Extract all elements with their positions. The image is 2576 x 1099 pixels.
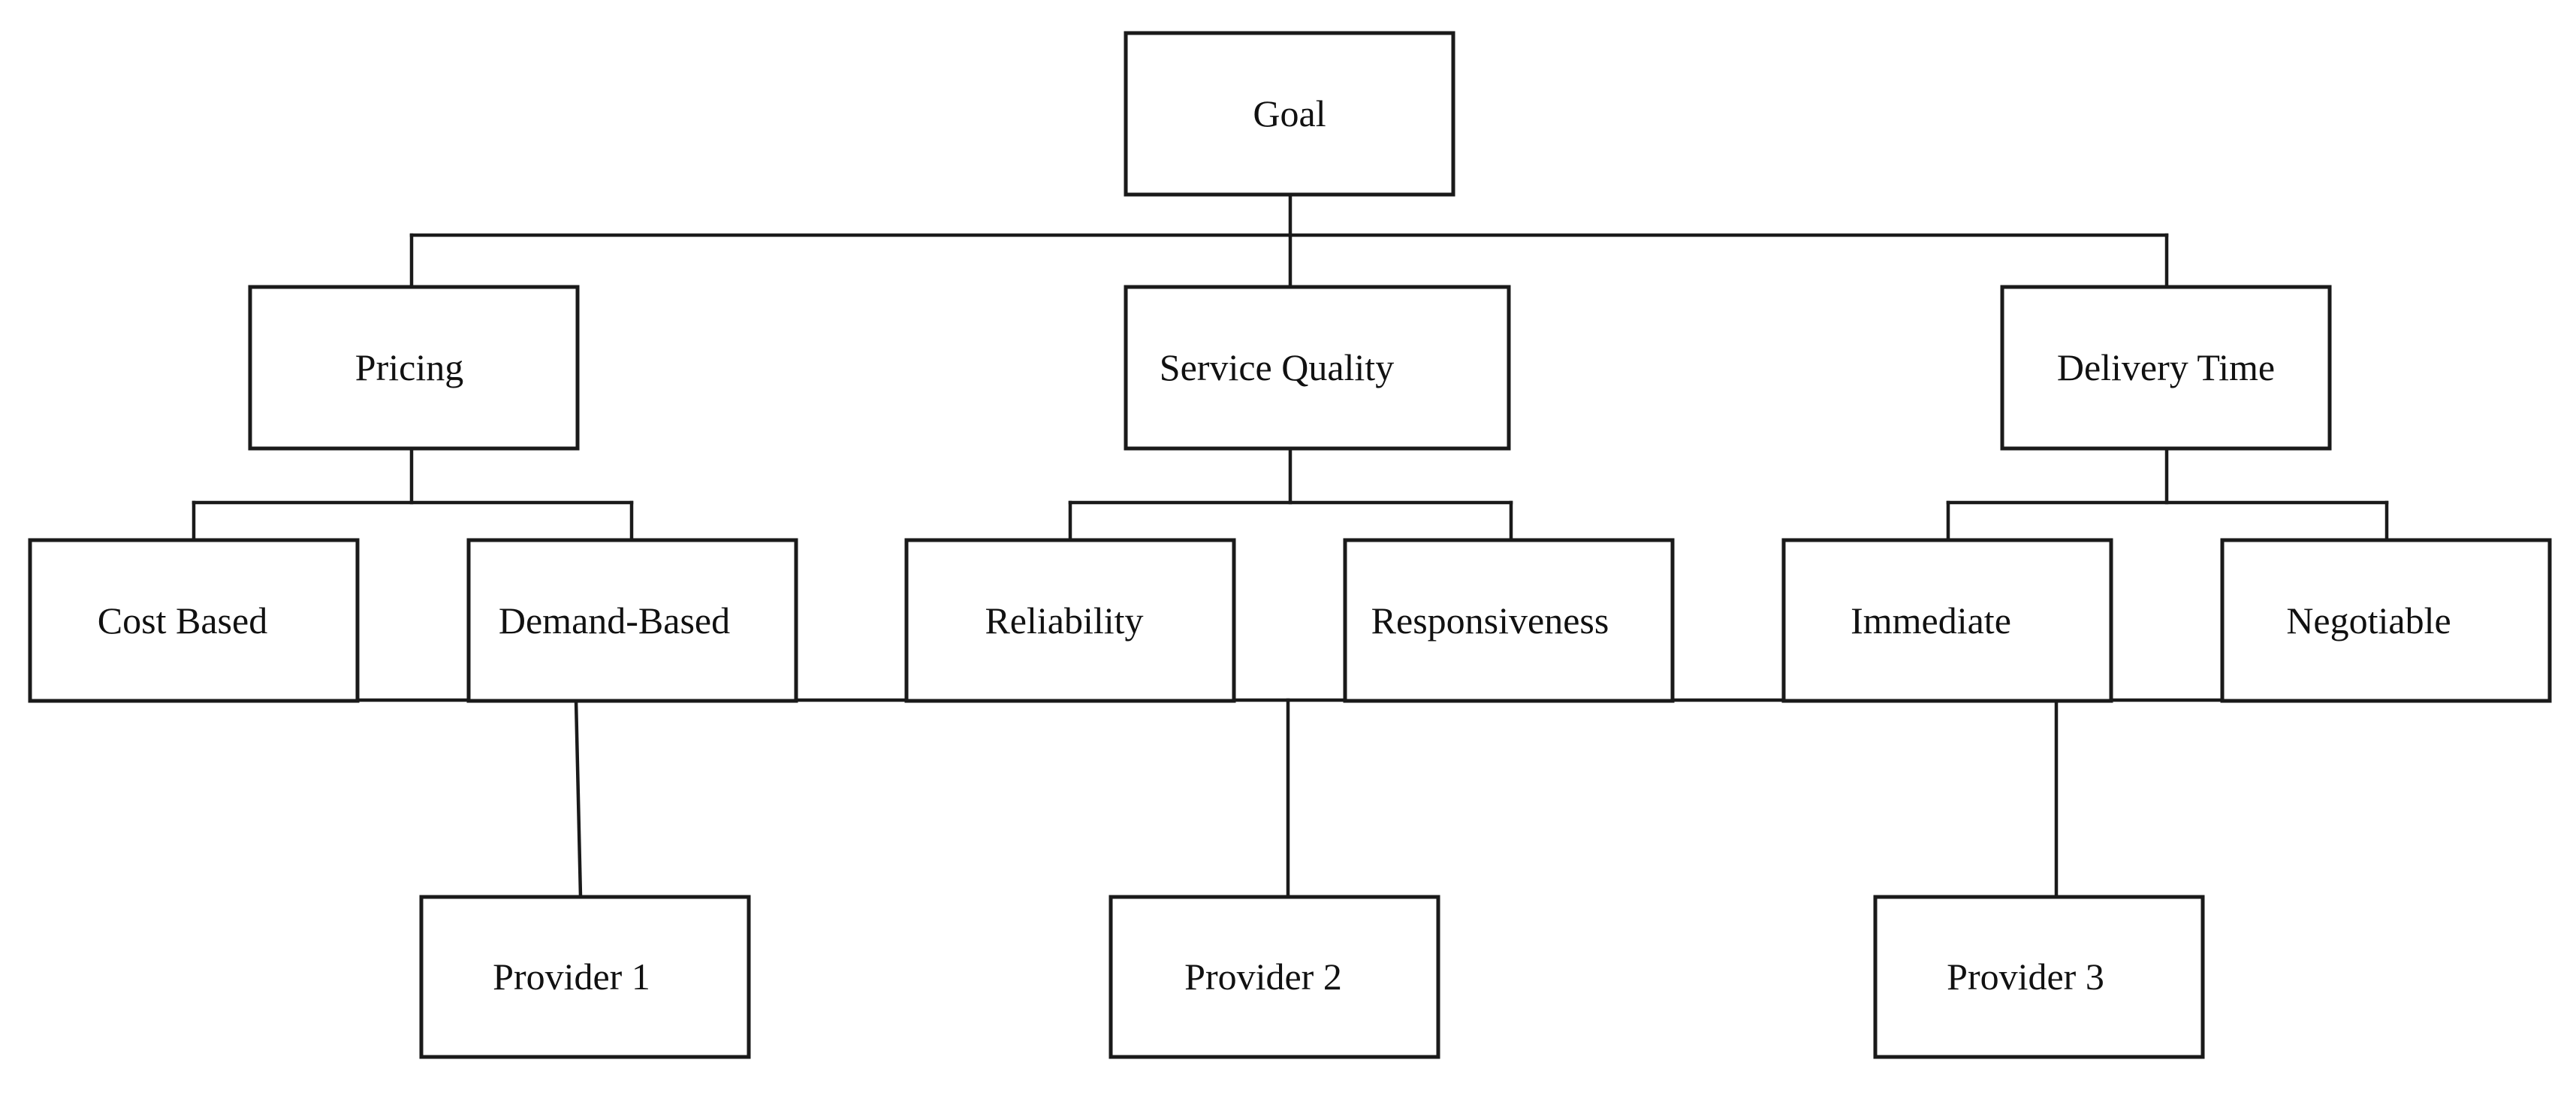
- goal-node: Goal: [1124, 31, 1455, 197]
- connector-to-provider-1: [574, 698, 583, 899]
- alternative-provider-2-label: Provider 2: [1184, 956, 1342, 998]
- subcriterion-cost-based-node: Cost Based: [28, 538, 360, 703]
- alternative-provider-3-label: Provider 3: [1947, 956, 2104, 998]
- subcriterion-reliability-node: Reliability: [904, 538, 1236, 703]
- alternative-provider-2-node: Provider 2: [1109, 895, 1440, 1059]
- criterion-service-quality-label: Service Quality: [1160, 346, 1394, 388]
- criterion-delivery-time-label: Delivery Time: [2057, 346, 2275, 388]
- criterion-delivery-time-node: Delivery Time: [2000, 285, 2332, 451]
- subcriterion-cost-based-label: Cost Based: [98, 599, 267, 642]
- criterion-service-quality-node: Service Quality: [1124, 285, 1511, 451]
- subcriterion-responsiveness-label: Responsiveness: [1371, 599, 1609, 642]
- alternative-provider-1-label: Provider 1: [493, 956, 650, 998]
- subcriterion-immediate-label: Immediate: [1851, 599, 2011, 642]
- subcriterion-immediate-node: Immediate: [1781, 538, 2113, 703]
- alternative-provider-3-node: Provider 3: [1873, 895, 2205, 1059]
- goal-label: Goal: [1253, 92, 1326, 134]
- criterion-pricing-node: Pricing: [248, 285, 580, 451]
- subcriterion-negotiable-label: Negotiable: [2286, 599, 2451, 642]
- subcriterion-responsiveness-node: Responsiveness: [1343, 538, 1675, 703]
- subcriterion-demand-based-node: Demand-Based: [466, 538, 798, 703]
- subcriterion-reliability-label: Reliability: [985, 599, 1143, 642]
- subcriterion-demand-based-label: Demand-Based: [499, 599, 730, 642]
- connectors: [28, 193, 2552, 899]
- subcriterion-negotiable-node: Negotiable: [2220, 538, 2552, 703]
- alternative-provider-1-node: Provider 1: [419, 895, 751, 1059]
- criterion-pricing-label: Pricing: [355, 346, 463, 388]
